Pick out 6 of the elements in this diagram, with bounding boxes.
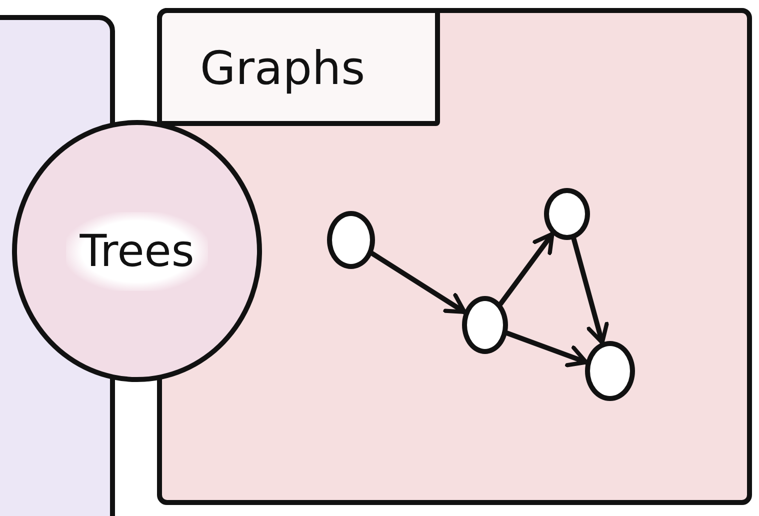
panel-title: Graphs — [200, 41, 366, 95]
node-circle — [544, 188, 590, 240]
arrow — [571, 236, 609, 345]
arrow — [498, 231, 555, 306]
node-label: Trees — [66, 212, 208, 290]
node-circle — [462, 296, 508, 354]
